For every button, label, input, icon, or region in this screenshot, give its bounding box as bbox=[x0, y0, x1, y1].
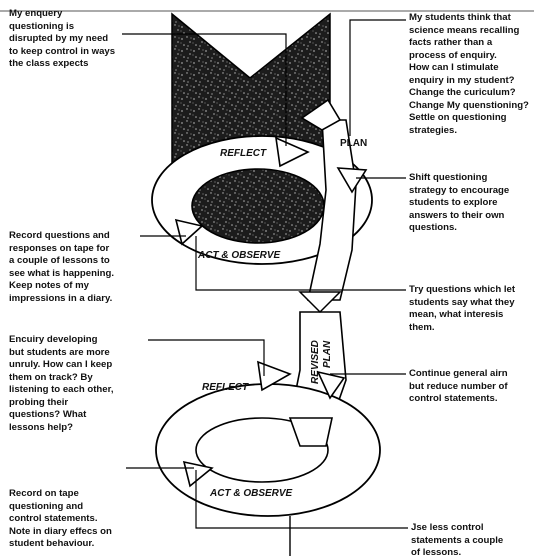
note-right-4: Continue general airn but reduce number … bbox=[409, 368, 508, 404]
reflect-label-upper: REFLECT bbox=[220, 148, 267, 159]
leader-right-1 bbox=[349, 19, 406, 136]
act-arrow-upper bbox=[174, 218, 204, 246]
upper-ring-tail bbox=[300, 98, 342, 131]
reflect-label-lower: REFLECT bbox=[202, 382, 249, 393]
note-left-2: Record questions and responses on tape f… bbox=[9, 230, 115, 304]
spiral-band-upper bbox=[307, 119, 357, 301]
note-right-1: My students think that science means rec… bbox=[409, 12, 529, 136]
leader-left-3 bbox=[148, 339, 265, 376]
leader-right-3 bbox=[195, 236, 406, 291]
revised-label: REVISED bbox=[310, 340, 321, 384]
reflect-arrow-upper bbox=[275, 136, 310, 168]
leader-lines bbox=[122, 19, 408, 529]
plan-label: PLAN bbox=[340, 138, 367, 149]
note-left-4: Record on tape questioning and control s… bbox=[9, 488, 112, 549]
revised-plan-label: PLAN bbox=[322, 340, 333, 368]
act-observe-label-lower: ACT & OBSERVE bbox=[209, 488, 293, 499]
leader-left-1 bbox=[122, 33, 287, 146]
revised-plan-notch bbox=[298, 291, 342, 314]
upper-ring-hole bbox=[191, 168, 325, 244]
plan-arrow-upper bbox=[336, 167, 368, 194]
note-left-3: Encuiry developing but students are more… bbox=[9, 334, 114, 433]
act-observe-label-upper: ACT & OBSERVE bbox=[197, 250, 281, 261]
plan-arrow-lower bbox=[316, 370, 346, 400]
spiral-band-lower bbox=[288, 417, 333, 447]
note-right-2: Shift questioning strategy to encourage … bbox=[409, 172, 510, 233]
reflect-arrow-lower bbox=[257, 360, 292, 392]
note-right-5: Jse less control statements a couple of … bbox=[411, 522, 504, 558]
leader-right-5 bbox=[195, 470, 408, 529]
note-right-3: Try questions which let students say wha… bbox=[409, 284, 516, 333]
note-left-1: My enquery questioning is disrupted by m… bbox=[9, 8, 116, 69]
